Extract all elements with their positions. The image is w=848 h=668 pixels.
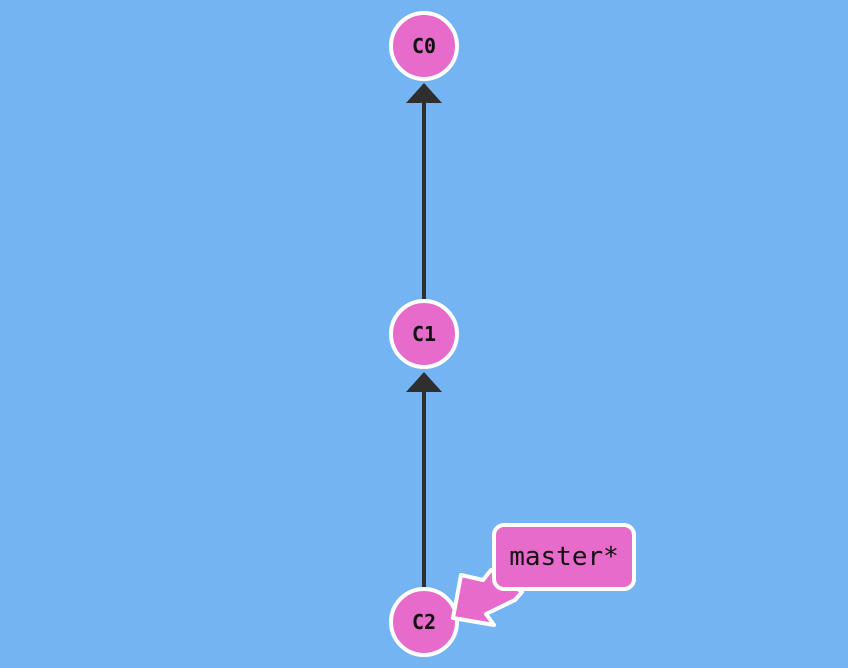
branch-label-box[interactable] — [492, 523, 636, 591]
commit-circle[interactable] — [389, 587, 459, 657]
branch-name: master* — [509, 542, 619, 572]
commit-node-c1[interactable]: C1 — [389, 299, 459, 369]
commit-label: C1 — [412, 322, 436, 346]
commit-node-c2[interactable]: C2 — [389, 587, 459, 657]
arrowhead-icon — [406, 372, 442, 392]
branch-master[interactable]: master* — [451, 523, 636, 627]
commit-circle[interactable] — [389, 11, 459, 81]
commit-node-c0[interactable]: C0 — [389, 11, 459, 81]
commit-label: C0 — [412, 34, 436, 58]
commit-circle[interactable] — [389, 299, 459, 369]
commit-label: C2 — [412, 610, 436, 634]
edge-c2-to-c1 — [406, 372, 442, 588]
arrowhead-icon — [406, 83, 442, 103]
edge-c1-to-c0 — [406, 83, 442, 300]
